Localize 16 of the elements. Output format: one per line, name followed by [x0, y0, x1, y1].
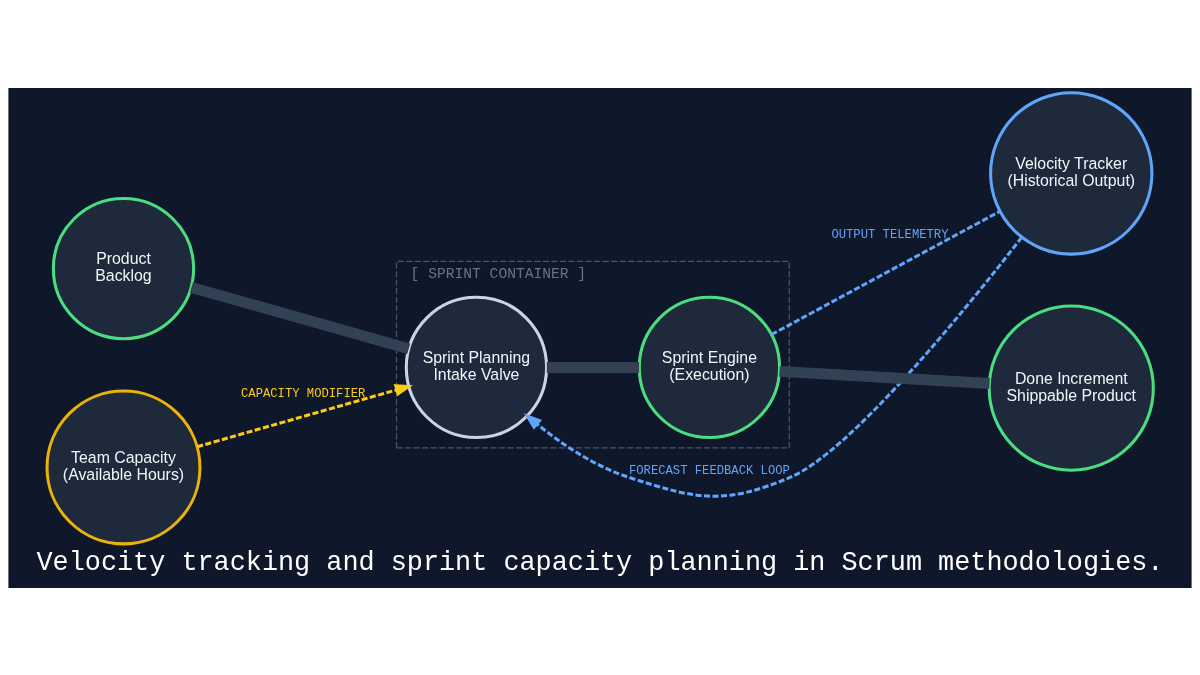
edge-label: CAPACITY MODIFIER [241, 386, 366, 401]
node-circle: Team Capacity (Available Hours) [45, 388, 202, 545]
edge-label: FORECAST FEEDBACK LOOP [628, 463, 790, 478]
connector [546, 361, 640, 373]
arrow [523, 235, 1023, 498]
edge-label: OUTPUT TELEMETRY [831, 227, 949, 242]
connector [770, 209, 1001, 336]
node-circle: Velocity Tracker (Historical Output) [989, 90, 1154, 256]
node-circle: Product Backlog [51, 196, 196, 340]
connector [779, 365, 990, 389]
diagram-title: Velocity tracking and sprint capacity planning in Scrum methodologies. [36, 547, 1164, 578]
node-circle: Done Increment Shippable Product [987, 304, 1155, 472]
connector [190, 281, 411, 354]
arrow [196, 383, 414, 448]
node-circle: Sprint Engine (Execution) [637, 295, 782, 439]
node-circle: Sprint Planning Intake Valve [404, 295, 549, 439]
